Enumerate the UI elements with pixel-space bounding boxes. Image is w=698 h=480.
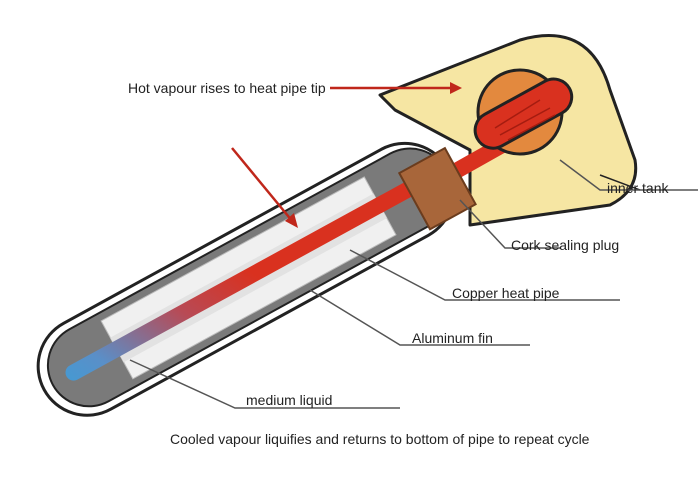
label-copper-heat-pipe: Copper heat pipe xyxy=(452,284,559,302)
label-cooled-vapour: Cooled vapour liquifies and returns to b… xyxy=(170,430,590,448)
label-medium-liquid: medium liquid xyxy=(246,391,332,409)
label-cork-sealing-plug: Cork sealing plug xyxy=(511,236,619,254)
label-hot-vapour: Hot vapour rises to heat pipe tip xyxy=(128,79,328,97)
label-aluminum-fin: Aluminum fin xyxy=(412,329,493,347)
label-inner-tank: inner tank xyxy=(607,179,668,197)
